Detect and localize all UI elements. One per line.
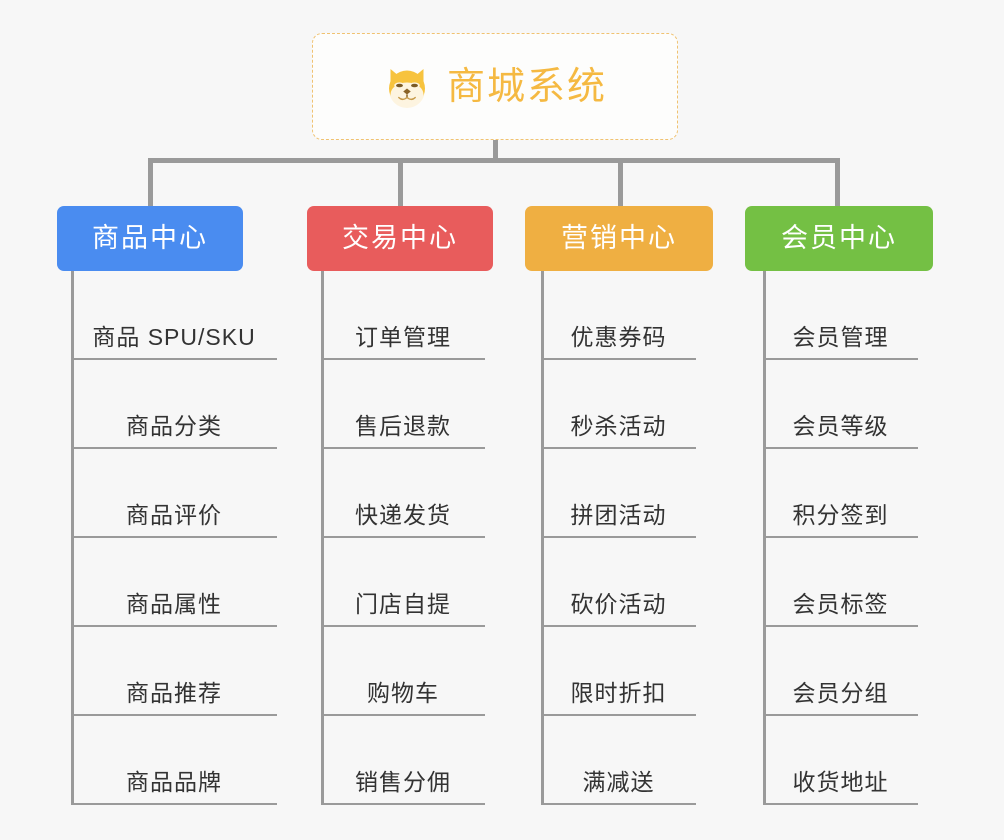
leaf-item-marketing-center-4[interactable]: 砍价活动	[541, 538, 696, 627]
category-label-product-center: 商品中心	[92, 223, 208, 253]
leaf-item-product-center-5[interactable]: 商品推荐	[71, 627, 277, 716]
leaf-item-label: 会员等级	[792, 412, 889, 439]
leaf-item-label: 会员管理	[792, 323, 889, 350]
category-card-trade-center[interactable]: 交易中心	[307, 206, 493, 271]
leaf-item-product-center-3[interactable]: 商品评价	[71, 449, 277, 538]
root-node-shop-system[interactable]: 商城系统	[312, 33, 678, 140]
leaf-item-trade-center-2[interactable]: 售后退款	[321, 360, 485, 449]
leaf-item-product-center-1[interactable]: 商品 SPU/SKU	[71, 271, 277, 360]
leaf-item-member-center-6[interactable]: 收货地址	[763, 716, 918, 805]
leaf-item-label: 商品评价	[126, 501, 222, 528]
leaf-item-label: 售后退款	[355, 412, 451, 439]
category-card-product-center[interactable]: 商品中心	[57, 206, 243, 271]
shiba-dog-icon	[388, 68, 425, 108]
leaf-column-member-center: 会员管理会员等级积分签到会员标签会员分组收货地址	[763, 271, 918, 805]
root-node-title: 商城系统	[446, 65, 607, 108]
leaf-item-label: 商品品牌	[126, 768, 222, 795]
category-label-member-center: 会员中心	[781, 223, 897, 253]
leaf-item-marketing-center-5[interactable]: 限时折扣	[541, 627, 696, 716]
connector-drop-2	[398, 158, 403, 206]
leaf-spine-product-center	[71, 271, 74, 805]
leaf-item-label: 商品 SPU/SKU	[92, 323, 256, 350]
leaf-column-trade-center: 订单管理售后退款快递发货门店自提购物车销售分佣	[321, 271, 485, 805]
leaf-item-trade-center-6[interactable]: 销售分佣	[321, 716, 485, 805]
leaf-item-label: 门店自提	[355, 590, 451, 617]
leaf-item-label: 商品属性	[126, 590, 222, 617]
leaf-item-label: 优惠券码	[570, 323, 667, 350]
leaf-spine-marketing-center	[541, 271, 544, 805]
connector-drop-1	[148, 158, 153, 206]
leaf-item-product-center-4[interactable]: 商品属性	[71, 538, 277, 627]
leaf-item-label: 砍价活动	[570, 590, 667, 617]
leaf-item-trade-center-1[interactable]: 订单管理	[321, 271, 485, 360]
leaf-item-member-center-3[interactable]: 积分签到	[763, 449, 918, 538]
leaf-item-label: 限时折扣	[570, 679, 667, 706]
leaf-item-label: 快递发货	[355, 501, 451, 528]
connector-horizontal-bar	[148, 158, 840, 163]
leaf-item-label: 订单管理	[355, 323, 451, 350]
leaf-item-member-center-4[interactable]: 会员标签	[763, 538, 918, 627]
leaf-item-label: 拼团活动	[570, 501, 667, 528]
leaf-item-label: 秒杀活动	[570, 412, 667, 439]
leaf-item-label: 会员标签	[792, 590, 889, 617]
category-label-trade-center: 交易中心	[342, 223, 458, 253]
connector-drop-3	[618, 158, 623, 206]
leaf-item-marketing-center-1[interactable]: 优惠券码	[541, 271, 696, 360]
leaf-item-product-center-2[interactable]: 商品分类	[71, 360, 277, 449]
category-card-member-center[interactable]: 会员中心	[745, 206, 933, 271]
connector-drop-4	[835, 158, 840, 206]
leaf-spine-trade-center	[321, 271, 324, 805]
connector-root-stem	[493, 140, 498, 161]
category-card-marketing-center[interactable]: 营销中心	[525, 206, 713, 271]
leaf-item-label: 购物车	[367, 679, 439, 706]
leaf-item-label: 销售分佣	[355, 768, 451, 795]
leaf-item-label: 商品推荐	[126, 679, 222, 706]
leaf-item-label: 会员分组	[792, 679, 889, 706]
leaf-item-marketing-center-2[interactable]: 秒杀活动	[541, 360, 696, 449]
leaf-spine-member-center	[763, 271, 766, 805]
leaf-item-label: 收货地址	[792, 768, 889, 795]
leaf-column-product-center: 商品 SPU/SKU 商品分类商品评价商品属性商品推荐商品品牌	[71, 271, 277, 805]
leaf-item-label: 商品分类	[126, 412, 222, 439]
leaf-item-product-center-6[interactable]: 商品品牌	[71, 716, 277, 805]
leaf-item-marketing-center-6[interactable]: 满减送	[541, 716, 696, 805]
leaf-item-trade-center-5[interactable]: 购物车	[321, 627, 485, 716]
leaf-item-label: 积分签到	[792, 501, 889, 528]
leaf-item-trade-center-3[interactable]: 快递发货	[321, 449, 485, 538]
leaf-item-label: 满减送	[582, 768, 655, 795]
leaf-item-marketing-center-3[interactable]: 拼团活动	[541, 449, 696, 538]
leaf-item-trade-center-4[interactable]: 门店自提	[321, 538, 485, 627]
leaf-item-member-center-5[interactable]: 会员分组	[763, 627, 918, 716]
leaf-column-marketing-center: 优惠券码秒杀活动拼团活动砍价活动限时折扣满减送	[541, 271, 696, 805]
leaf-item-member-center-1[interactable]: 会员管理	[763, 271, 918, 360]
category-label-marketing-center: 营销中心	[561, 223, 677, 253]
leaf-item-member-center-2[interactable]: 会员等级	[763, 360, 918, 449]
